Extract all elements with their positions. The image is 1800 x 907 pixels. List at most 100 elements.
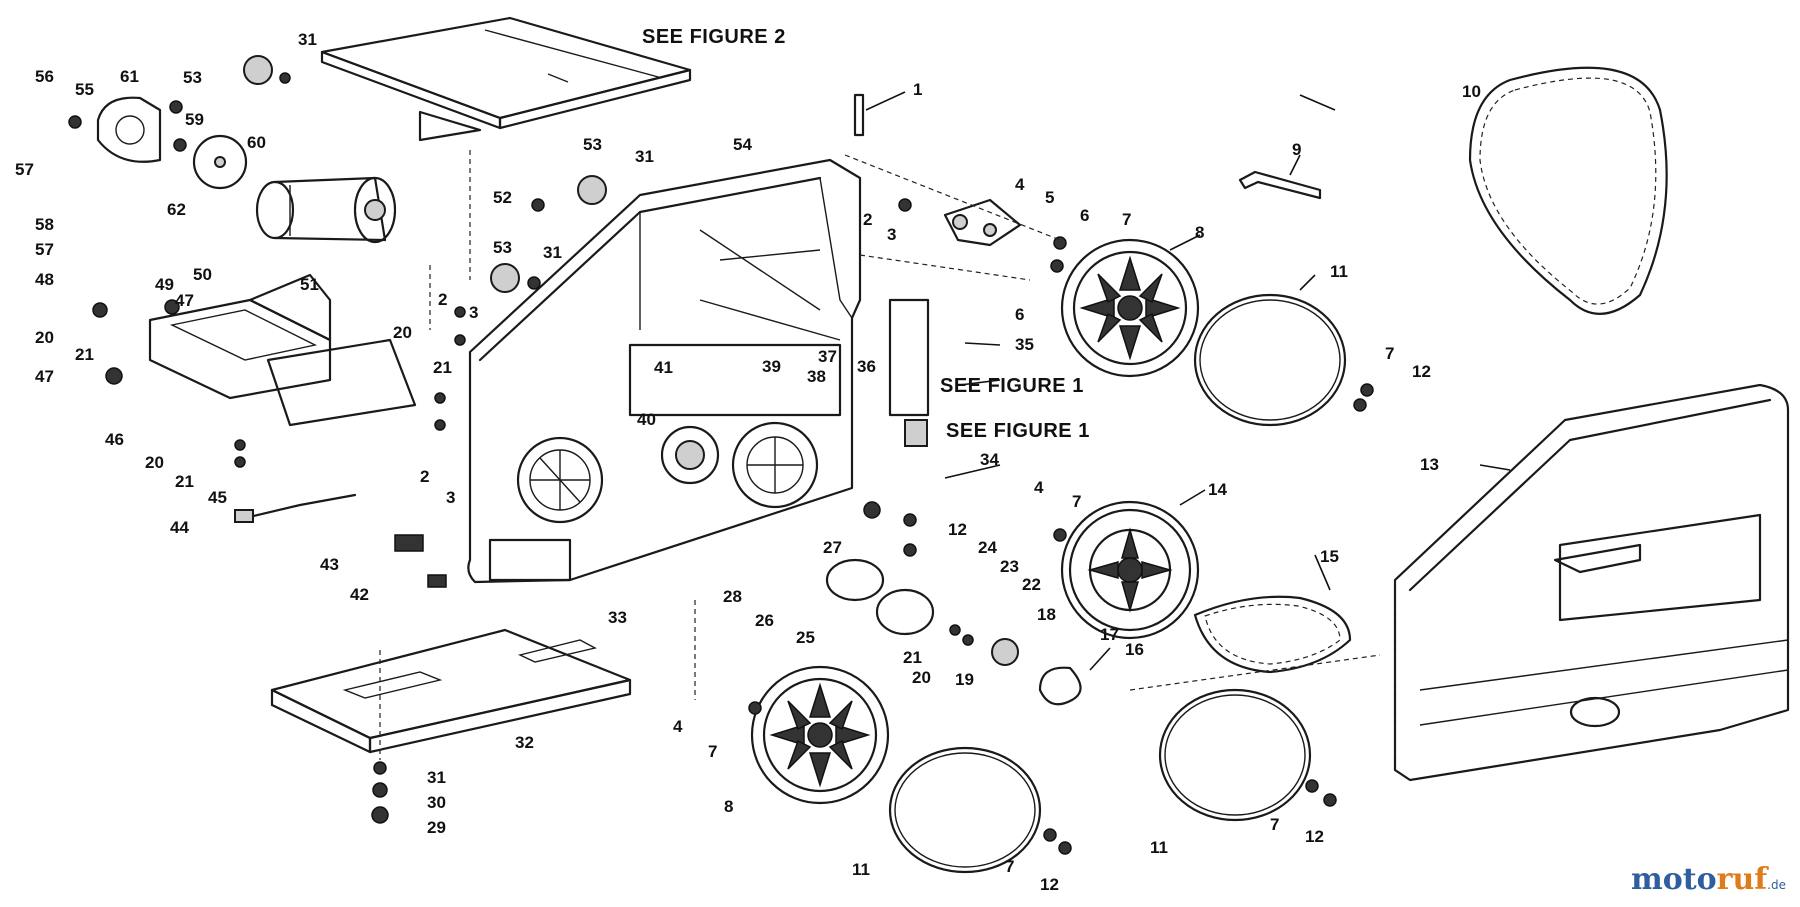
callout-1: 1 <box>913 80 922 99</box>
bolt-44 <box>234 493 357 523</box>
callout-21: 21 <box>903 648 922 667</box>
callout-3: 3 <box>446 488 455 507</box>
leader-lines <box>865 91 1511 671</box>
callout-4: 4 <box>1034 478 1044 497</box>
callout-31: 31 <box>635 147 654 166</box>
upper-wheel <box>1060 238 1200 378</box>
mounting-plate <box>266 338 417 427</box>
callout-7: 7 <box>1005 857 1014 876</box>
callout-7: 7 <box>1072 492 1081 511</box>
watermark-part2: ruf <box>1716 862 1768 897</box>
callout-25: 25 <box>796 628 815 647</box>
callout-53: 53 <box>583 135 602 154</box>
callout-26: 26 <box>755 611 774 630</box>
callout-57: 57 <box>35 240 54 259</box>
callout-48: 48 <box>35 270 54 289</box>
alignment-lines <box>379 150 1396 760</box>
callout-5: 5 <box>1045 188 1054 207</box>
callout-15: 15 <box>1320 547 1339 566</box>
callout-62: 62 <box>167 200 186 219</box>
sprocket-mid <box>577 175 607 205</box>
callout-38: 38 <box>807 367 826 386</box>
drive-belt <box>1193 595 1352 674</box>
callout-23: 23 <box>1000 557 1019 576</box>
lock-ring <box>1038 666 1082 706</box>
hex-key <box>1238 170 1322 200</box>
watermark-logo: motoruf.de <box>1631 865 1786 895</box>
callout-11: 11 <box>852 860 870 879</box>
callout-51: 51 <box>300 275 319 294</box>
callout-12: 12 <box>948 520 967 539</box>
side-cover <box>1393 383 1790 782</box>
callout-21: 21 <box>433 358 452 377</box>
callout-10: 10 <box>1462 82 1481 101</box>
callout-22: 22 <box>1022 575 1041 594</box>
callout-61: 61 <box>120 67 139 86</box>
fasteners <box>68 72 1374 855</box>
callout-52: 52 <box>493 188 512 207</box>
callout-12: 12 <box>1040 875 1059 894</box>
callout-7: 7 <box>1270 815 1279 834</box>
watermark-tld: .de <box>1767 878 1786 892</box>
motor <box>255 176 397 244</box>
callout-29: 29 <box>427 818 446 837</box>
see-figure-1-note-bottom: SEE FIGURE 1 <box>946 420 1090 442</box>
main-frame-housing <box>467 158 862 584</box>
callout-labels: 1 2 2 2 3 3 3 4 4 4 5 6 6 7 7 7 7 7 7 8 … <box>15 30 1481 894</box>
callout-47: 47 <box>35 367 54 386</box>
callout-53: 53 <box>183 68 202 87</box>
callout-39: 39 <box>762 357 781 376</box>
tire-lower-right <box>1158 688 1312 822</box>
callout-6: 6 <box>1015 305 1024 324</box>
lower-wheel <box>750 665 890 805</box>
callout-6: 6 <box>1080 206 1089 225</box>
watermark-part1: moto <box>1631 862 1717 897</box>
callout-40: 40 <box>637 410 656 429</box>
callout-7: 7 <box>1385 344 1394 363</box>
callout-33: 33 <box>608 608 627 627</box>
latch-43 <box>394 534 424 552</box>
callout-56: 56 <box>35 67 54 86</box>
callout-32: 32 <box>515 733 534 752</box>
callout-8: 8 <box>724 797 733 816</box>
callout-2: 2 <box>863 210 872 229</box>
callout-28: 28 <box>723 587 742 606</box>
base-plate <box>270 628 632 754</box>
clip-42 <box>427 574 447 588</box>
guide-post <box>888 298 930 447</box>
callout-2: 2 <box>420 467 429 486</box>
callout-8: 8 <box>1195 223 1204 242</box>
callout-42: 42 <box>350 585 369 604</box>
callout-2: 2 <box>438 290 447 309</box>
saw-blade <box>1468 66 1668 315</box>
callout-21: 21 <box>75 345 94 364</box>
drive-wheel <box>1060 500 1200 640</box>
callout-58: 58 <box>35 215 54 234</box>
callout-46: 46 <box>105 430 124 449</box>
callout-4: 4 <box>1015 175 1025 194</box>
callout-14: 14 <box>1208 480 1227 499</box>
pulley-guard <box>96 96 162 163</box>
callout-47: 47 <box>175 291 194 310</box>
tension-disc <box>825 558 935 636</box>
callout-11: 11 <box>1330 262 1348 281</box>
callout-54: 54 <box>733 135 752 154</box>
callout-36: 36 <box>857 357 876 376</box>
sprocket-low <box>490 263 520 293</box>
sprocket-top <box>243 55 273 85</box>
callout-60: 60 <box>247 133 266 152</box>
callout-3: 3 <box>469 303 478 322</box>
callout-34: 34 <box>980 450 999 469</box>
callout-57: 57 <box>15 160 34 179</box>
callout-20: 20 <box>145 453 164 472</box>
callout-16: 16 <box>1125 640 1144 659</box>
callout-4: 4 <box>673 717 683 736</box>
callout-44: 44 <box>170 518 189 537</box>
callout-31: 31 <box>427 768 446 787</box>
callout-24: 24 <box>978 538 997 557</box>
callout-49: 49 <box>155 275 174 294</box>
callout-7: 7 <box>708 742 717 761</box>
tension-knob <box>991 638 1019 666</box>
callout-12: 12 <box>1305 827 1324 846</box>
table-top <box>320 16 692 142</box>
